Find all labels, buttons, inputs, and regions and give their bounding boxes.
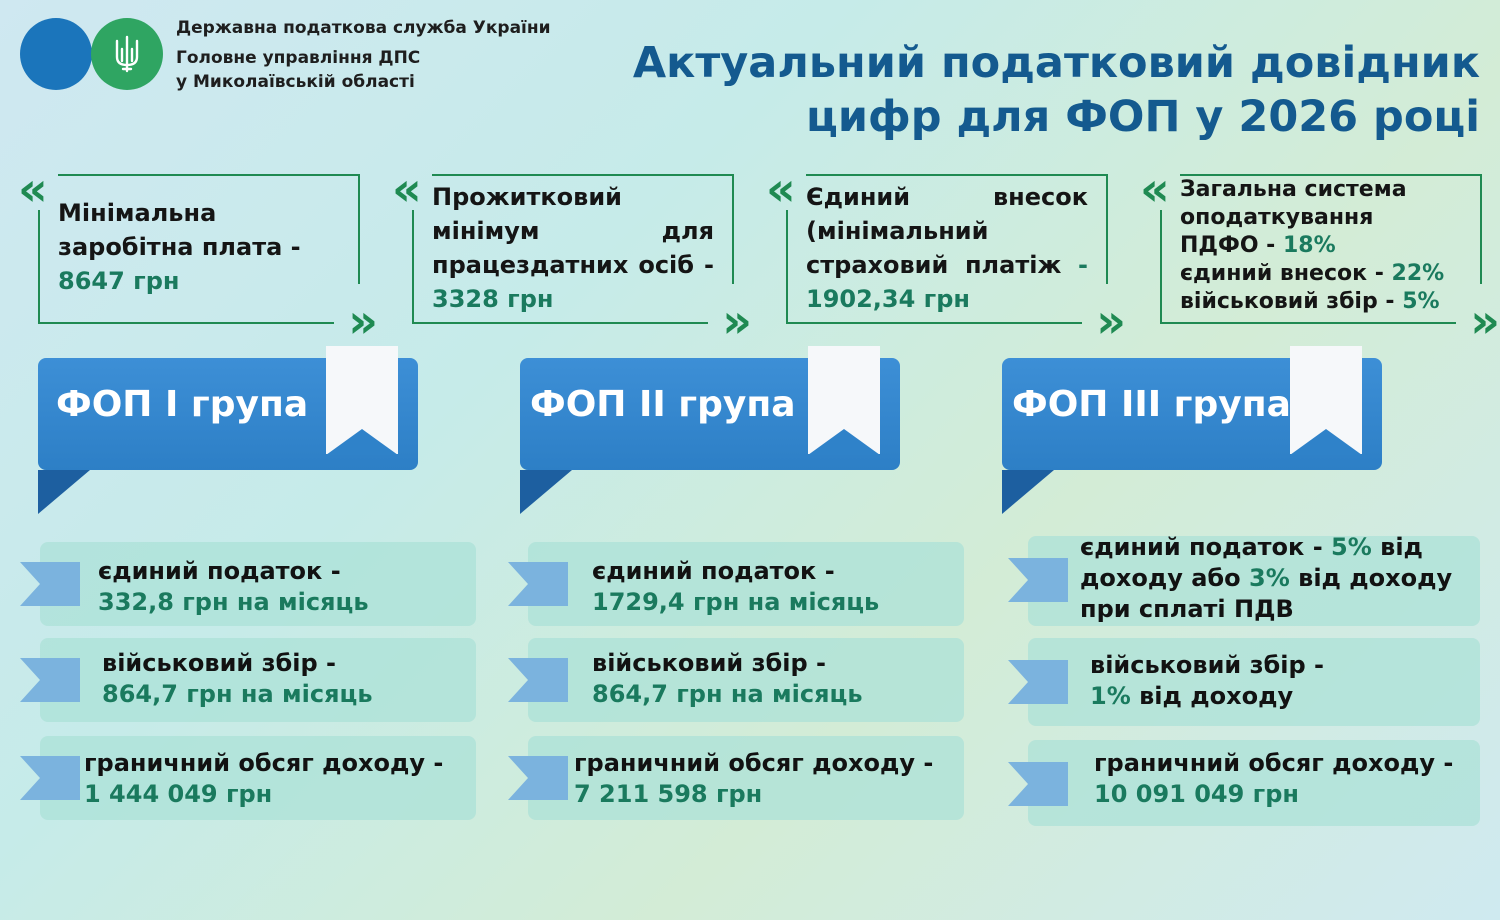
g3-tax-e: 3% [1249,564,1290,592]
group-1-title: ФОП І група [56,384,309,425]
esv-label: Єдиний внесок (мінімальний страховий пла… [806,183,1088,279]
general-esv-label: єдиний внесок - [1180,261,1384,286]
quote-open-icon: « [392,162,422,216]
title-line-2: цифр для ФОП у 2026 році [806,92,1480,142]
esv-value: - 1902,34 грн [806,251,1089,313]
group-2-tax-card: єдиний податок - 1729,4 грн на місяць [508,542,964,626]
g3-tax-f: від доходу [1298,564,1453,592]
trident-emblem-icon [91,18,163,90]
group-1-military-card: військовий збір - 864,7 грн на місяць [20,638,476,722]
quote-open-icon: « [18,162,48,216]
subsistence-label: Прожитковий мінімум для працездатних осі… [432,183,714,279]
org-line-2: Головне управління ДПС [176,48,421,68]
g3-tax-d: доходу або [1080,564,1241,592]
bookmark-icon [1290,346,1362,455]
organization-name: Державна податкова служба України Головн… [176,16,551,94]
g1-tax-value: 332,8 грн на місяць [98,588,369,616]
group-2-ribbon: ФОП ІІ група [520,346,900,514]
quote-close-icon: » [722,294,752,348]
g1-tax-label: єдиний податок - [98,557,341,585]
g2-limit-value: 7 211 598 грн [574,780,763,808]
group-1-ribbon: ФОП І група [38,346,418,514]
g3-mil-label: військовий збір - [1090,651,1325,679]
general-label: Загальна система оподаткування [1180,177,1407,230]
arrow-tab-icon [1008,762,1068,806]
group-3-military-card: військовий збір - 1% від доходу [1008,638,1480,726]
g3-limit-value: 10 091 049 грн [1094,780,1299,808]
g2-mil-value: 864,7 грн на місяць [592,680,863,708]
quote-open-icon: « [1140,162,1170,216]
g2-tax-value: 1729,4 грн на місяць [592,588,880,616]
group-3-tax-card: єдиний податок - 5% від доходу або 3% ві… [1008,533,1480,626]
g1-mil-label: військовий збір - [102,649,337,677]
group-2-military-card: військовий збір - 864,7 грн на місяць [508,638,964,722]
min-wage-value: 8647 грн [58,267,180,295]
min-wage-label: Мінімальна заробітна плата - [58,199,301,261]
group-3-limit-card: граничний обсяг доходу - 10 091 049 грн [1008,740,1480,826]
g3-mil-rest: від доходу [1139,682,1294,710]
group-3-ribbon: ФОП ІІІ група [1002,346,1382,514]
quote-open-icon: « [766,162,796,216]
page-title: Актуальний податковий довідник цифр для … [633,36,1480,144]
g1-limit-value: 1 444 049 грн [84,780,273,808]
arrow-tab-icon [20,756,80,800]
general-mil-label: військовий збір - [1180,289,1395,314]
arrow-tab-icon [1008,660,1068,704]
fact-min-wage: « » Мінімальна заробітна плата - 8647 гр… [18,166,378,344]
g3-tax-c: від [1380,533,1423,561]
quote-close-icon: » [348,294,378,348]
g2-limit-label: граничний обсяг доходу - [574,749,934,777]
quote-close-icon: » [1096,294,1126,348]
arrow-tab-icon [1008,558,1068,602]
g3-mil-value: 1% [1090,682,1131,710]
arrow-tab-icon [508,658,568,702]
org-line-1: Державна податкова служба України [176,18,551,38]
bookmark-icon [326,346,398,455]
g2-mil-label: військовий збір - [592,649,827,677]
fact-subsistence: « » Прожитковий мінімум для працездатних… [392,166,752,344]
fact-esv: « » Єдиний внесок (мінімальний страховий… [766,166,1126,344]
fact-general-system: « » Загальна система оподаткування ПДФО … [1140,166,1500,344]
subsistence-value: 3328 грн [432,285,554,313]
group-2-limit-card: граничний обсяг доходу - 7 211 598 грн [508,736,964,820]
g3-tax-b: 5% [1331,533,1372,561]
arrow-tab-icon [20,562,80,606]
g1-limit-label: граничний обсяг доходу - [84,749,444,777]
bookmark-icon [808,346,880,455]
group-2-title: ФОП ІІ група [530,384,796,425]
general-esv-value: 22% [1391,261,1445,286]
group-3-title: ФОП ІІІ група [1012,384,1291,425]
g1-mil-value: 864,7 грн на місяць [102,680,373,708]
general-mil-value: 5% [1402,289,1440,314]
g3-limit-label: граничний обсяг доходу - [1094,749,1454,777]
g3-tax-a: єдиний податок - [1080,533,1323,561]
g2-tax-label: єдиний податок - [592,557,835,585]
g3-tax-g: при сплаті ПДВ [1080,595,1294,623]
quote-close-icon: » [1470,294,1500,348]
group-1-limit-card: граничний обсяг доходу - 1 444 049 грн [20,736,476,820]
pdfo-label: ПДФО - [1180,233,1276,258]
dps-logo-circle [20,18,92,90]
arrow-tab-icon [508,756,568,800]
pdfo-value: 18% [1283,233,1336,258]
group-1-tax-card: єдиний податок - 332,8 грн на місяць [20,542,476,626]
org-line-3: у Миколаївській області [176,72,415,92]
arrow-tab-icon [20,658,80,702]
arrow-tab-icon [508,562,568,606]
title-line-1: Актуальний податковий довідник [632,38,1480,88]
